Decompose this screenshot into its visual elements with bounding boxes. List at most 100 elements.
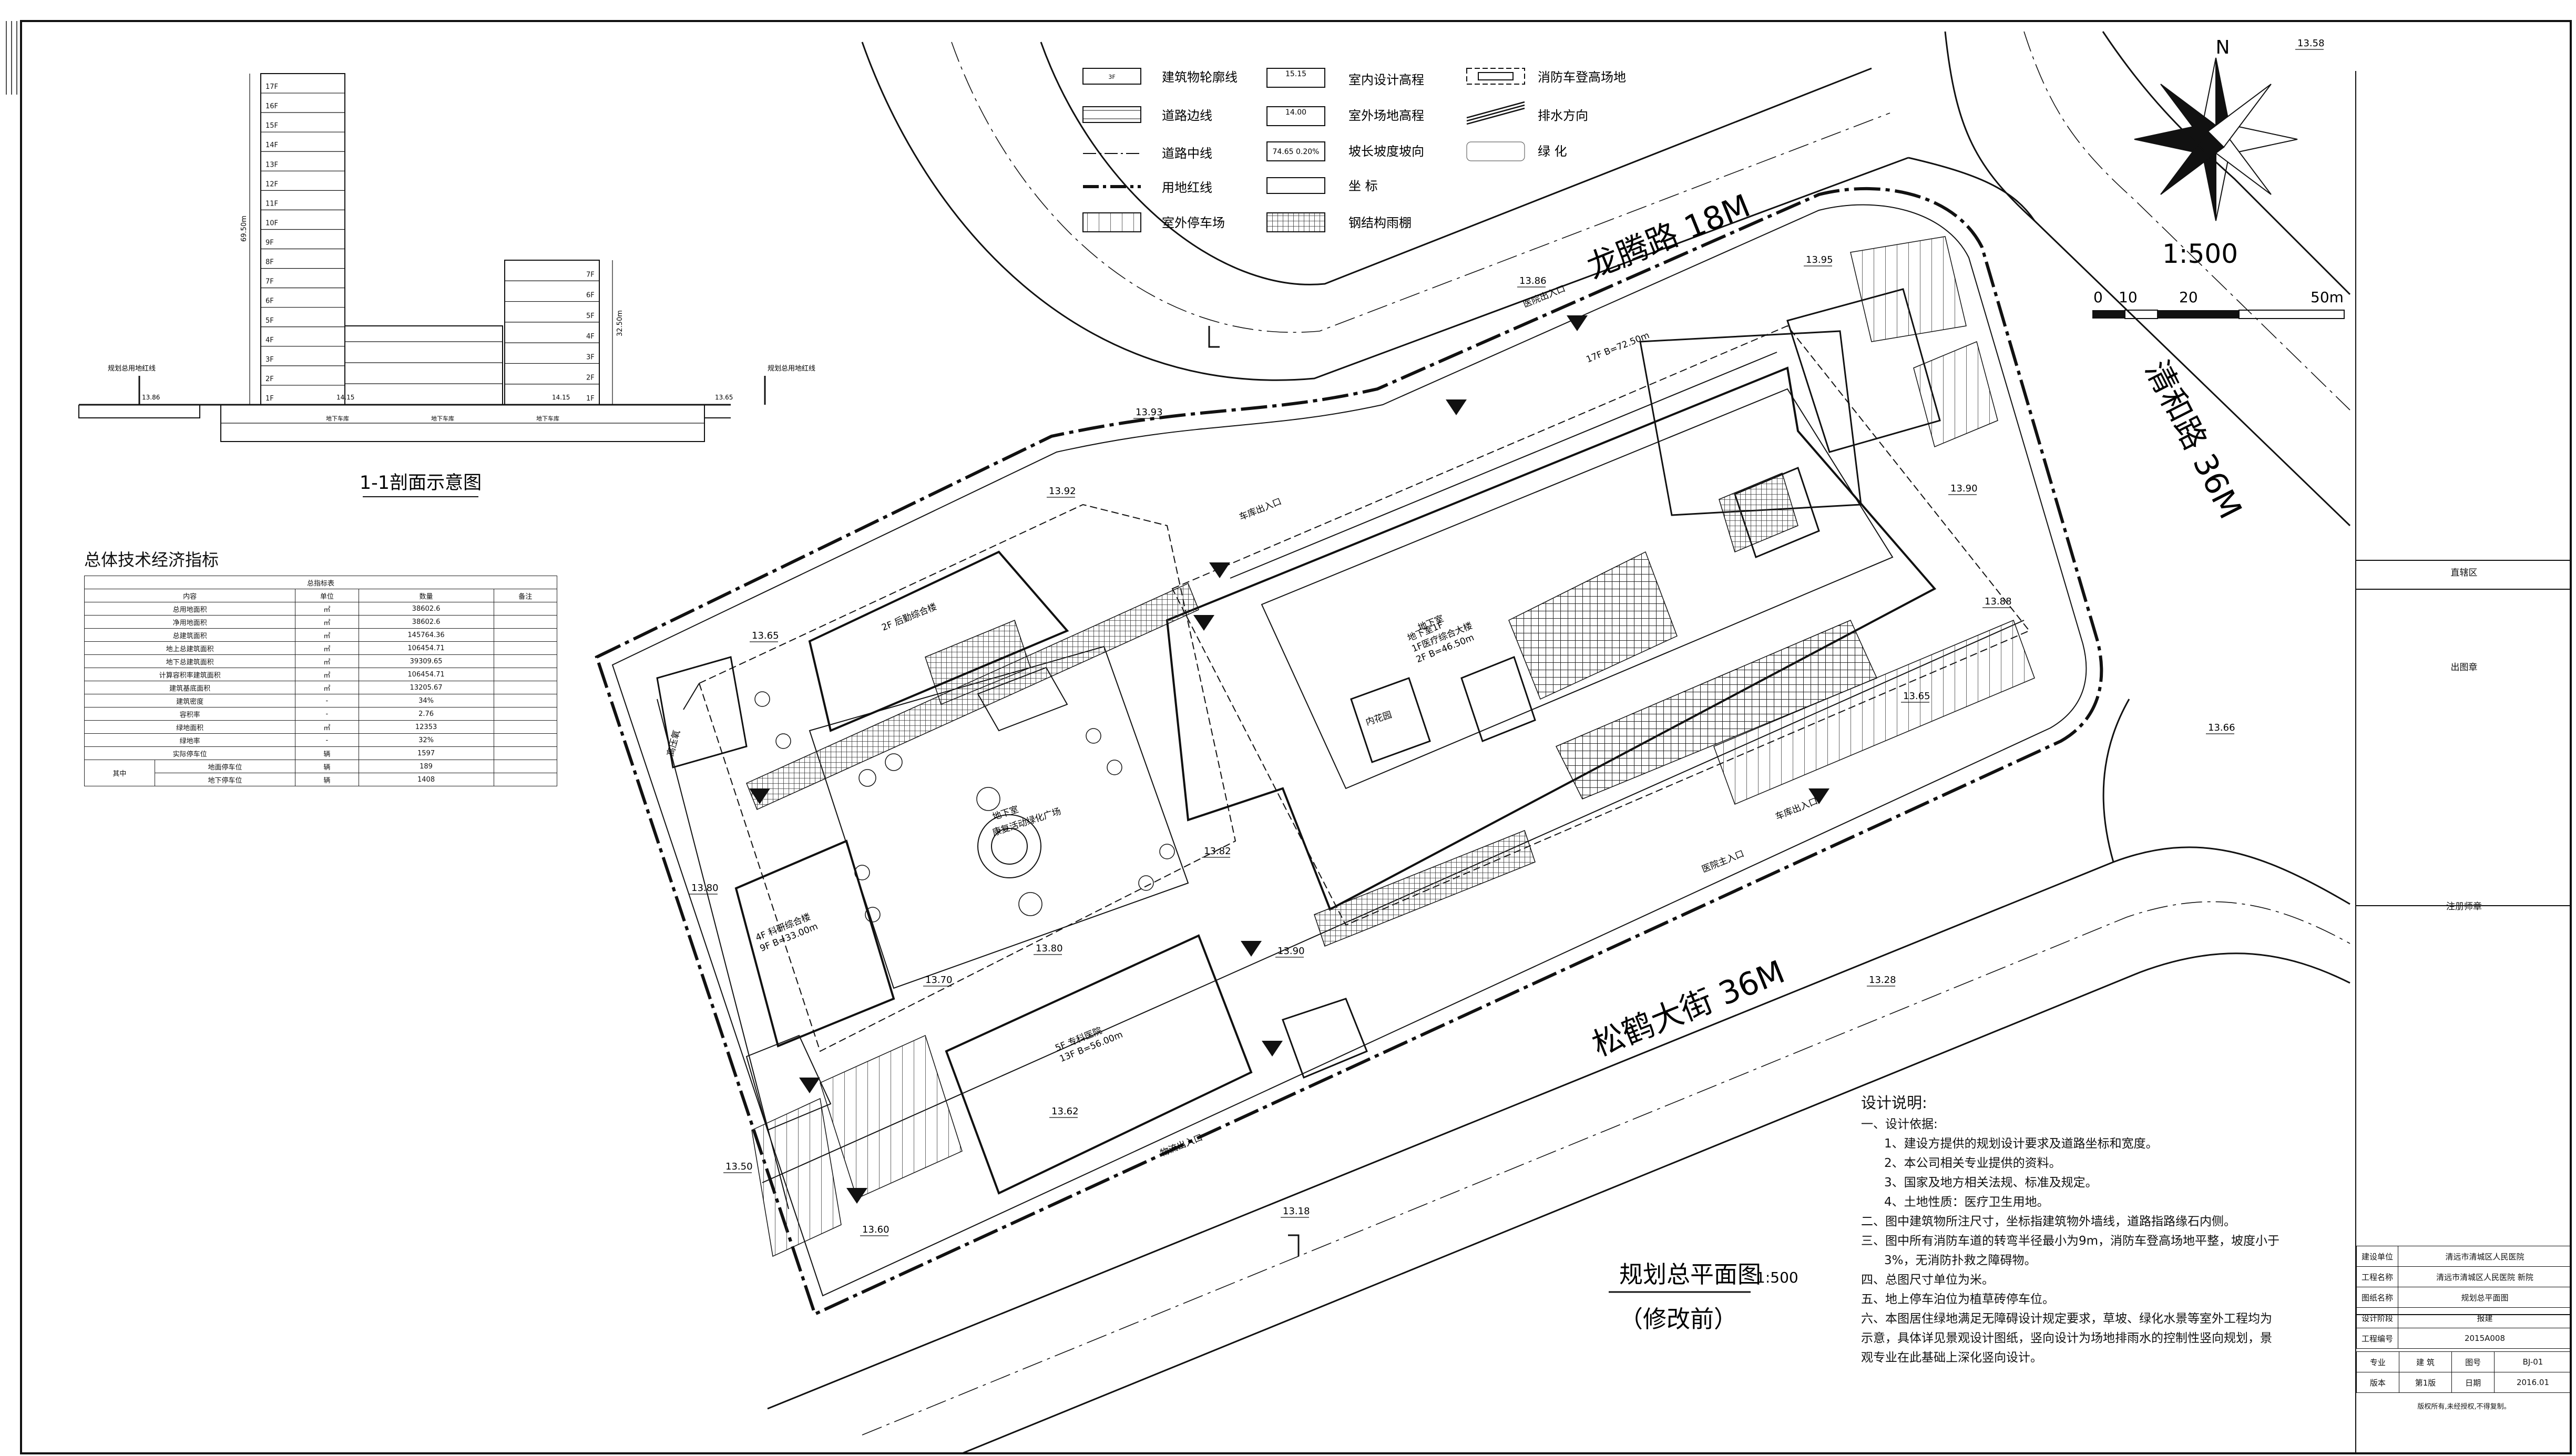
legend-label-road-center: 道路中线 <box>1162 146 1212 161</box>
tb-zone-stamp <box>2356 589 2572 906</box>
econ-cell: 容积率 <box>84 707 296 721</box>
section-elev-4: 13.65 <box>715 394 733 401</box>
elevation-point: 13.80 <box>1036 943 1063 954</box>
tb-label: 工程编号 <box>2356 1328 2398 1349</box>
legend-sym-outdoor-elev: 14.00 <box>1285 108 1306 117</box>
section-floor-label: 12F <box>265 180 278 188</box>
notes-line: 四、总图尺寸单位为米。 <box>1861 1273 1994 1287</box>
label-parking-entry-2: 车库出入口 <box>1774 796 1819 822</box>
table-row: 建设单位清远市清城区人民医院 <box>2356 1246 2572 1267</box>
direction-arrows <box>749 315 1829 1204</box>
building-label-block_b: 4F 科研综合楼9F B=33.00m <box>754 910 819 954</box>
econ-cell: ㎡ <box>295 720 359 734</box>
label-plaza-basement: 地下室 <box>991 804 1020 823</box>
section-floor-label: 11F <box>265 200 278 208</box>
econ-cell: 地上总建筑面积 <box>84 641 296 655</box>
notes-line: 三、图中所有消防车道的转弯半径最小为9m，消防车登高场地平整，坡度小于 <box>1861 1234 2280 1248</box>
econ-header: 数量 <box>358 589 494 602</box>
scale-bar <box>2092 310 2345 319</box>
section-floor-label: 7F <box>265 278 274 286</box>
econ-cell <box>493 773 558 786</box>
econ-cell: 建筑基底面积 <box>84 681 296 694</box>
elevation-points: 13.5813.8613.9513.9313.9213.6513.8813.66… <box>689 38 2325 1236</box>
elevation-point: 13.65 <box>1903 691 1930 702</box>
econ-heading: 总体技术经济指标 <box>84 550 219 570</box>
tb-zone3: 注册师章 <box>2446 901 2482 912</box>
econ-cell: 辆 <box>295 760 359 773</box>
legend-sym-slope: 74.65 0.20% <box>1272 148 1319 156</box>
econ-cell: 12353 <box>358 720 494 734</box>
section-floor-label: 7F <box>586 271 595 279</box>
elevation-point: 13.50 <box>725 1161 753 1172</box>
section-floor-label: 14F <box>265 141 278 149</box>
tb-label: 工程名称 <box>2356 1266 2398 1287</box>
elevation-point: 13.90 <box>1277 946 1305 957</box>
econ-header: 备注 <box>493 589 558 602</box>
section-floor-label: 2F <box>586 374 595 382</box>
legend-label-outdoor-elev: 室外场地高程 <box>1348 108 1424 123</box>
section-floor-label: 3F <box>265 356 274 364</box>
drawing-title: 规划总平面图 <box>1619 1260 1761 1288</box>
notes-line: 3%，无消防扑救之障碍物。 <box>1884 1254 2037 1267</box>
section-floor-label: 13F <box>265 161 278 169</box>
econ-cell: 辆 <box>295 746 359 760</box>
tb-footer: 版权所有,未经授权,不得复制。 <box>2417 1403 2511 1411</box>
legend-label-coords: 坐 标 <box>1348 179 1378 193</box>
legend-label-slope: 坡长坡度坡向 <box>1348 144 1424 159</box>
tb-zone1: 直辖区 <box>2450 568 2478 578</box>
econ-cell: 1597 <box>358 746 494 760</box>
econ-cell: 2.76 <box>358 707 494 721</box>
notes-line: 六、本图居住绿地满足无障碍设计规定要求，草坡、绿化水景等室外工程均为 <box>1861 1312 2272 1326</box>
econ-cell: ㎡ <box>295 615 359 629</box>
tb-value: 清远市清城区人民医院 <box>2398 1246 2572 1267</box>
elevation-point: 13.90 <box>1950 483 1978 494</box>
legend-sym-indoor-elev: 15.15 <box>1285 70 1306 78</box>
econ-cell <box>493 668 558 681</box>
label-entrance-south: 医院主入口 <box>1700 848 1745 875</box>
section-floor-label: 1F <box>265 395 274 403</box>
roads <box>767 31 2351 1454</box>
parking-bays <box>751 236 2035 1257</box>
section-floor-label: 15F <box>265 122 278 130</box>
econ-cell: ㎡ <box>295 681 359 694</box>
elevation-point: 13.65 <box>752 630 779 641</box>
tb-value: 规划总平面图 <box>2398 1287 2572 1308</box>
econ-cell: 绿地率 <box>84 733 296 747</box>
econ-cell: ㎡ <box>295 668 359 681</box>
econ-header: 单位 <box>295 589 359 602</box>
legend-label-road-edge: 道路边线 <box>1162 108 1212 123</box>
econ-cell <box>493 602 558 616</box>
section-label-garage-3: 地下车库 <box>536 415 559 422</box>
econ-cell <box>493 615 558 629</box>
drawing-scale: 1:500 <box>1756 1269 1798 1286</box>
tb-value: 清远市清城区人民医院 新院 <box>2398 1266 2572 1287</box>
elevation-point: 13.80 <box>691 883 719 894</box>
scale-50: 50m <box>2311 289 2344 306</box>
section-height-right: 32.50m <box>616 310 624 336</box>
econ-cell: 34% <box>358 694 494 708</box>
section-floor-label: 2F <box>265 375 274 383</box>
econ-cell: ㎡ <box>295 628 359 642</box>
tb-value: 2015A008 <box>2398 1328 2572 1349</box>
scale-10: 10 <box>2119 289 2138 306</box>
table-row: 设计阶段报建 <box>2356 1307 2572 1328</box>
legend-label-indoor-elev: 室内设计高程 <box>1348 73 1424 87</box>
section-elev-2: 14.15 <box>336 394 354 401</box>
econ-caption: 总指标表 <box>84 576 557 589</box>
elevation-point: 13.62 <box>1051 1106 1079 1117</box>
section-floor-label: 4F <box>265 336 274 344</box>
title-block: 直辖区 出图章 注册师章 建设单位清远市清城区人民医院工程名称清远市清城区人民医… <box>2355 71 2572 1453</box>
label-logistics-entry: 物流出入口 <box>1159 1132 1204 1158</box>
econ-cell <box>493 733 558 747</box>
econ-cell: 39309.65 <box>358 654 494 668</box>
section-cut-mark <box>1208 326 1300 1256</box>
econ-cell: 总建筑面积 <box>84 628 296 642</box>
trees <box>754 691 1175 922</box>
section-floor-label: 1F <box>586 395 595 403</box>
